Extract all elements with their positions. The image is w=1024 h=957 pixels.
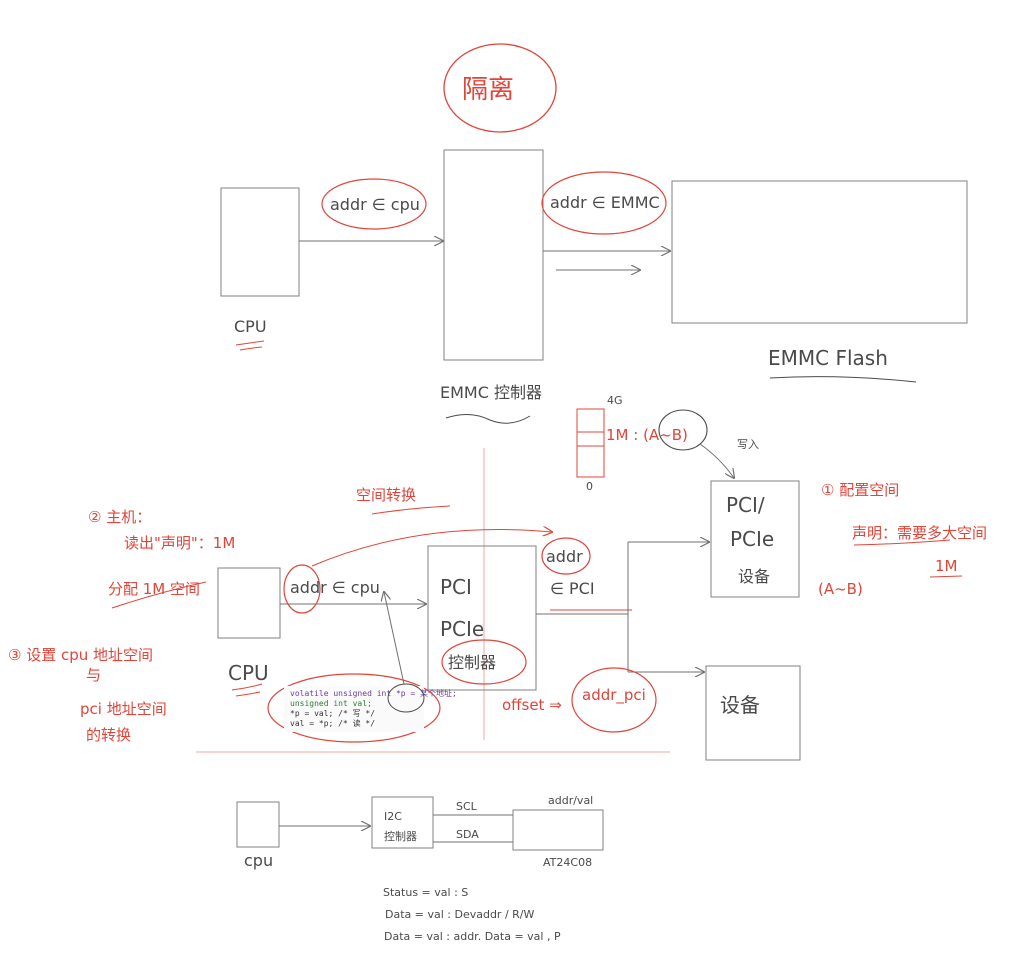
bottom-line-1: Status = val : S	[383, 886, 468, 899]
step1-b: 声明：需要多大空间	[852, 524, 987, 542]
step3-d: 的转换	[86, 726, 131, 744]
top-cpu-label: CPU	[234, 317, 267, 336]
mid-cpu-box	[217, 567, 281, 639]
addr-top-circle	[541, 537, 591, 575]
eeprom-label: AT24C08	[543, 856, 592, 869]
range-circle	[658, 409, 708, 451]
pci-device-box	[710, 480, 800, 598]
addr-cpu-circle	[321, 178, 427, 230]
i2c-controller-box	[371, 796, 434, 849]
device-range: (A~B)	[818, 580, 863, 598]
addr-pci: ∈ PCI	[550, 579, 595, 598]
step2-c: 分配 1M 空间	[108, 580, 200, 598]
space-convert: 空间转换	[356, 486, 416, 504]
bottom-line-2: Data = val : Devaddr / R/W	[385, 908, 535, 921]
mid-cpu-label: CPU	[228, 661, 269, 685]
address-scale	[576, 408, 605, 478]
top-cpu-underline	[235, 340, 265, 351]
pci-device-label-2: PCIe	[730, 527, 774, 551]
code-pointer	[384, 592, 405, 685]
step2-b: 读出"声明"：1M	[124, 534, 235, 552]
code-line-2: unsigned int val;	[290, 699, 372, 708]
i2c-label-1: I2C	[384, 810, 402, 823]
sda-label: SDA	[456, 828, 479, 841]
emmc-flash-label: EMMC Flash	[768, 346, 888, 370]
device2-box	[705, 665, 801, 761]
emmc-controller-box	[443, 149, 544, 361]
title-circle	[443, 43, 557, 133]
top-section: 隔离 CPU addr ∈ cpu EMMC 控制器 addr ∈ EMMC E…	[220, 43, 968, 424]
addr-top: addr	[546, 547, 583, 566]
mid-addr-cpu: addr ∈ cpu	[290, 578, 380, 597]
offset-label: offset ⇒	[502, 696, 562, 714]
addr-pci-label: addr_pci	[582, 686, 646, 705]
step1-a: ① 配置空间	[821, 481, 899, 499]
emmc-flash-box	[671, 180, 968, 324]
device2-label: 设备	[720, 693, 760, 717]
mid-addr-circle	[283, 564, 321, 614]
code-line-1: volatile unsigned int *p = 某个地址;	[290, 688, 457, 698]
space-convert-underline	[371, 505, 451, 515]
addr-val-label: addr/val	[548, 794, 593, 807]
top-cpu-box	[220, 187, 300, 297]
step2-a: ② 主机：	[88, 508, 151, 526]
top-addr-cpu: addr ∈ cpu	[330, 195, 420, 214]
bottom-cpu-box	[236, 801, 280, 848]
pci-ctrl-circle	[441, 639, 527, 685]
scale-top: 4G	[607, 394, 623, 407]
top-title: 隔离	[462, 75, 514, 105]
step1-underline	[853, 539, 951, 546]
pci-controller-box	[427, 545, 537, 691]
step1-c-underline	[929, 575, 963, 578]
pci-device-label-3: 设备	[738, 567, 770, 586]
pci-ctrl-3: 控制器	[448, 653, 496, 672]
code-line-4: val = *p; /* 读 */	[290, 718, 375, 728]
pci-ctrl-2: PCIe	[440, 617, 484, 641]
bottom-line-3: Data = val : addr. Data = val , P	[384, 930, 561, 943]
addr-pci-circle	[571, 667, 657, 733]
bottom-cpu-label: cpu	[244, 851, 273, 870]
step2-underline	[111, 581, 207, 609]
emmc-controller-label: EMMC 控制器	[440, 383, 542, 402]
step1-c: 1M	[935, 557, 958, 575]
range-to-device	[699, 443, 734, 478]
code-snippet-bg	[284, 686, 424, 732]
code-line-3: *p = val; /* 写 */	[290, 709, 375, 718]
mid-cpu-underline	[231, 683, 263, 697]
code-address-circle	[387, 683, 425, 713]
eeprom-box	[512, 809, 604, 851]
middle-section: 空间转换 4G 0 1M : (A~B) 写入 PCI/ PCIe 设备 (A~…	[8, 394, 987, 761]
step3-b: 与	[86, 666, 101, 684]
write-in: 写入	[737, 438, 759, 451]
step3-a: ③ 设置 cpu 地址空间	[8, 646, 153, 664]
pci-ctrl-1: PCI	[440, 575, 472, 599]
scl-label: SCL	[456, 800, 478, 813]
bottom-section: cpu I2C 控制器 SCL SDA addr/val AT24C08 Sta…	[236, 794, 604, 943]
flash-underline	[769, 376, 917, 383]
range-label: 1M : (A~B)	[606, 426, 688, 444]
controller-underline	[445, 414, 531, 424]
scale-bottom: 0	[586, 480, 593, 493]
step3-c: pci 地址空间	[80, 700, 167, 718]
addr-emmc-circle	[541, 171, 667, 235]
mid-curve-addr	[311, 530, 552, 567]
top-addr-emmc: addr ∈ EMMC	[550, 193, 660, 212]
code-circle	[267, 673, 441, 743]
pci-device-label-1: PCI/	[726, 493, 765, 517]
i2c-label-2: 控制器	[384, 829, 417, 843]
